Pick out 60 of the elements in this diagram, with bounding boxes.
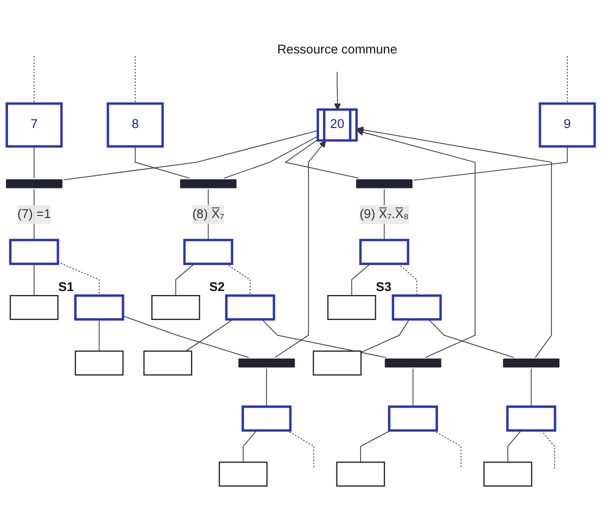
edge-label: (9) X̅₇.X̅₈ [360,208,409,221]
arrow [356,126,552,358]
sequence-label: S1 [58,280,74,294]
sequence-label: S2 [209,280,225,294]
connector [530,368,532,408]
connector [413,146,568,181]
connector [360,319,410,353]
node-box [225,294,276,321]
node-text: Ressource commune [277,43,398,57]
connector [351,263,371,296]
connector [266,368,267,408]
connector [540,430,556,469]
node-box [392,294,442,321]
connector [261,319,386,358]
edge-label: (8) X̅₇ [192,208,224,221]
connector [284,138,360,179]
node-box [312,350,362,376]
connector [242,430,257,463]
node-box [242,406,292,432]
connector [428,319,514,358]
node-box [183,238,234,266]
node-box [483,462,532,487]
node-box [10,295,59,320]
connector [412,368,414,408]
connector [360,430,391,463]
node-box [336,462,385,487]
node-box [327,295,376,320]
sequence-label: S3 [376,280,392,294]
connector [98,319,100,352]
connector [185,319,234,352]
node-box [6,102,63,148]
node-box [74,294,124,321]
connector [34,56,35,104]
connector [398,263,418,296]
connector [433,430,462,469]
connector [134,56,136,104]
connector [175,263,195,296]
node-box [143,350,192,376]
node-box [74,350,124,376]
node-box [359,238,410,266]
connector [34,146,35,179]
node-box [106,102,164,148]
connector [122,316,250,358]
node-box [218,462,268,487]
arrow [334,71,341,110]
node-box [9,238,60,266]
connector [134,146,190,179]
arrow [274,140,326,358]
connector [224,136,319,179]
arrow [356,128,476,358]
node-box [388,406,438,432]
connector [58,262,100,296]
node-box [538,102,596,148]
node-box [506,406,556,432]
node-box [151,295,200,320]
connector [566,56,568,104]
edge-label: (7) =1 [17,208,51,221]
connector [34,263,35,296]
connector [63,130,319,180]
connector [507,430,522,463]
